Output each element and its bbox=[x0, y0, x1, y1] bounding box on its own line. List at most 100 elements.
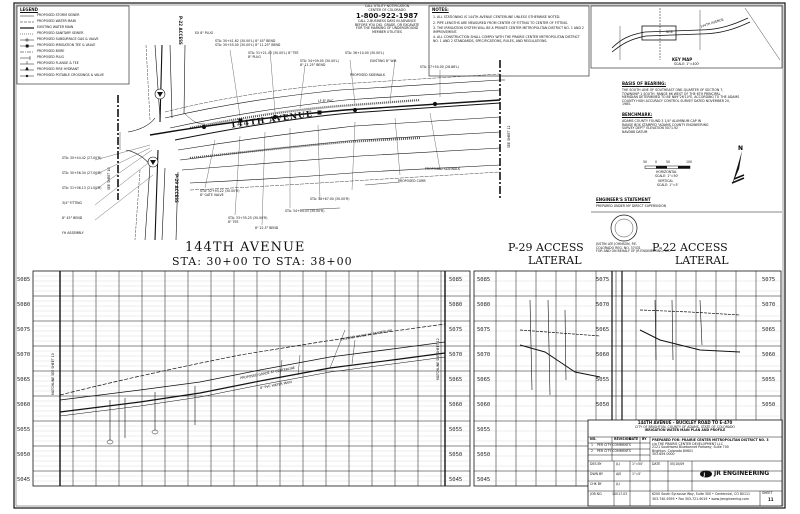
elev-label: 5075 bbox=[477, 327, 491, 333]
elev-label: 5075 bbox=[449, 327, 463, 333]
svg-text:J: J bbox=[703, 472, 706, 478]
utility-notice: CALL UTILITY NOTIFICATION CENTER OF COLO… bbox=[352, 4, 422, 35]
elev-label: 5065 bbox=[17, 377, 31, 383]
elev-label: 5045 bbox=[477, 477, 491, 483]
bearing-line: TOWNSHIP 1 SOUTH, RANGE 66 WEST OF THE 6… bbox=[622, 91, 721, 96]
plan-view bbox=[94, 44, 505, 241]
plan-callout: EXISTING 8" WM bbox=[370, 59, 397, 63]
north-arrow: N bbox=[731, 145, 745, 185]
plan-callout: PROPOSED CURB bbox=[398, 179, 426, 183]
tb-address: 2121 Southwest Bluebonnet Parkway, Suite… bbox=[652, 445, 729, 450]
benchmark-line: RANGE BOX STAMPED "ADAMS COUNTY ENGINEER… bbox=[622, 122, 709, 127]
tb-firm-phone: 303-740-9393 • Fax 303-721-9019 • www.jr… bbox=[652, 497, 749, 501]
utility-line: CALL UTILITY NOTIFICATION bbox=[364, 4, 410, 8]
elev-label: 5075 bbox=[596, 277, 610, 283]
tb-date-value: 05/10/09 bbox=[670, 462, 685, 466]
tb-scale-v: 1"=5' bbox=[632, 472, 642, 476]
tb-sheet-desc: IRRIGATION WATER MAIN PLAN AND PROFILE bbox=[644, 428, 726, 433]
profile-main-grades bbox=[59, 323, 446, 445]
tb-job-value: 10017.03 bbox=[612, 492, 628, 496]
scalebar-vertical: VERTICAL bbox=[658, 179, 674, 183]
elev-label: 5045 bbox=[449, 477, 463, 483]
legend-item: PROPOSED BORE bbox=[37, 49, 65, 53]
elev-label: 5060 bbox=[596, 352, 610, 358]
engineer-signature: JUSTIN LEE JOHNSON, P.E. COLORADO REG. N… bbox=[596, 242, 670, 254]
plan-callout: 3/4" FITTING bbox=[62, 201, 83, 205]
utility-line: MEMBER UTILITIES bbox=[372, 29, 402, 34]
elev-label: 5060 bbox=[17, 402, 31, 408]
elev-label: 5065 bbox=[449, 377, 463, 383]
elev-label: 5065 bbox=[596, 327, 610, 333]
elev-label: 5075 bbox=[762, 277, 776, 283]
plan-callout: STA: 36+10.00 (30.00'L) bbox=[345, 51, 385, 55]
bearing-line: THE SOUTH LINE OF SOUTHEAST ONE-QUARTER … bbox=[622, 88, 724, 92]
tb-sheet-value: 11 bbox=[768, 497, 774, 502]
plan-callout: STA: 37+50.00 (28.86'L) bbox=[420, 65, 460, 69]
engineer-sign-line: COLORADO REG. NO. 37431 bbox=[596, 245, 641, 250]
plan-matchline-left: SEE SHEET 10 bbox=[107, 167, 111, 190]
tb-developer: c/o THE PRAIRIE CENTER DEVELOPMENT LLC bbox=[652, 441, 723, 446]
plan-access-p22-label: P-22 ACCESS bbox=[178, 16, 183, 45]
elev-label: 5070 bbox=[449, 352, 463, 358]
tb-firm: JR ENGINEERING bbox=[714, 470, 770, 477]
elev-label: 5075 bbox=[17, 327, 31, 333]
elev-label: 5055 bbox=[17, 427, 31, 433]
tb-date-label: DATE bbox=[652, 462, 661, 466]
tb-des-by-label: DES BY bbox=[590, 462, 602, 466]
tb-chk-by-label: CHK BY bbox=[590, 482, 602, 486]
plan-callout: 8" GATE VALVE bbox=[200, 193, 224, 197]
plan-matchline-right: SEE SHEET 12 bbox=[507, 125, 511, 148]
elev-label: 5080 bbox=[477, 302, 491, 308]
elev-label: 5080 bbox=[449, 302, 463, 308]
profile-matchline-left: MATCHLINE SEE SHEET 10 bbox=[51, 353, 55, 395]
legend-item: PROPOSED WATER MAIN bbox=[37, 19, 76, 23]
legend-item: EXISTING WATER MAIN bbox=[37, 25, 74, 29]
elev-label: 5050 bbox=[477, 452, 491, 458]
tb-des-by-value: JLJ bbox=[616, 462, 620, 466]
plan-callout: 8" PLUG bbox=[248, 55, 261, 59]
bearing-title: BASIS OF BEARING: bbox=[622, 81, 666, 86]
scalebar-graphic bbox=[644, 165, 691, 169]
tb-rev-head-rev: REVISION bbox=[614, 437, 632, 441]
utility-line: FOR THE MARKING OF UNDERGROUND bbox=[355, 26, 419, 31]
note-item: 4. ALL CONSTRUCTION SHALL COMPLY WITH TH… bbox=[433, 35, 580, 43]
engineer-title: ENGINEER'S STATEMENT bbox=[596, 197, 651, 202]
elev-label: 5050 bbox=[17, 452, 31, 458]
tb-firm-addr: 6200 South Syracuse Way, Suite 300 • Cen… bbox=[652, 492, 751, 496]
elev-label: 5070 bbox=[596, 302, 610, 308]
legend-item: PROPOSED SUBSURFACE GAS & VALVE bbox=[37, 37, 99, 41]
plan-callout: STA: 34+04.43 (30.00'R) bbox=[285, 209, 325, 213]
tb-job-label: JOB NO. bbox=[590, 492, 603, 496]
elev-label: 5070 bbox=[477, 352, 491, 358]
elev-label: 5085 bbox=[477, 277, 491, 283]
utility-phone: 1-800-922-1987 bbox=[355, 12, 419, 21]
svg-text:N: N bbox=[738, 145, 743, 152]
plan-callout: FH ASSEMBLY bbox=[62, 231, 84, 235]
tb-scale-h: 1"=50' bbox=[632, 462, 644, 466]
tb-prepared-for: PREPARED FOR: PRAIRIE CENTER METROPOLITA… bbox=[652, 438, 769, 442]
profile-main-stations: STA: 30+00 TO STA: 38+00 bbox=[172, 255, 353, 268]
scalebar-tick: 0 bbox=[655, 160, 658, 164]
plan-callout: LF 8" PVC bbox=[318, 99, 334, 103]
plan-callout: STA: 34+67.00 (30.00'R) bbox=[310, 197, 350, 201]
note-item: 2. PIPE LENGTHS ARE MEASURED FROM CENTER… bbox=[433, 20, 569, 25]
plan-callout: STA: 34+09.05 (30.00'L) bbox=[300, 59, 340, 63]
bearing-line: 1985. bbox=[622, 102, 632, 107]
elev-label: 5050 bbox=[596, 402, 610, 408]
plan-callout: PROPOSED SIDEWALK bbox=[350, 73, 386, 77]
legend-item: PROPOSED PLUG bbox=[37, 55, 64, 59]
plan-callout: 8" TEE bbox=[228, 220, 239, 224]
tb-dwn-by-value: AJS bbox=[616, 472, 622, 476]
tb-city: CITY OF BRIGHTON, COUNTY OF ADAMS, STATE… bbox=[635, 424, 735, 429]
tb-rev-head-date: DATE bbox=[629, 437, 639, 441]
plan-callout: STA: 31+06.13 (21.00'R) bbox=[62, 186, 102, 190]
elev-label: 5055 bbox=[762, 377, 776, 383]
elev-label: 5070 bbox=[762, 302, 776, 308]
utility-line: CENTER OF COLORADO bbox=[368, 7, 406, 12]
legend-item: PROPOSED SANITARY SEWER bbox=[37, 31, 84, 35]
tb-phone: 303-659-0000 bbox=[652, 452, 675, 457]
note-item: 1. ALL STATIONING IS 144TH AVENUE CENTER… bbox=[433, 15, 561, 19]
scalebar-horizontal: HORIZONTAL bbox=[656, 170, 677, 174]
